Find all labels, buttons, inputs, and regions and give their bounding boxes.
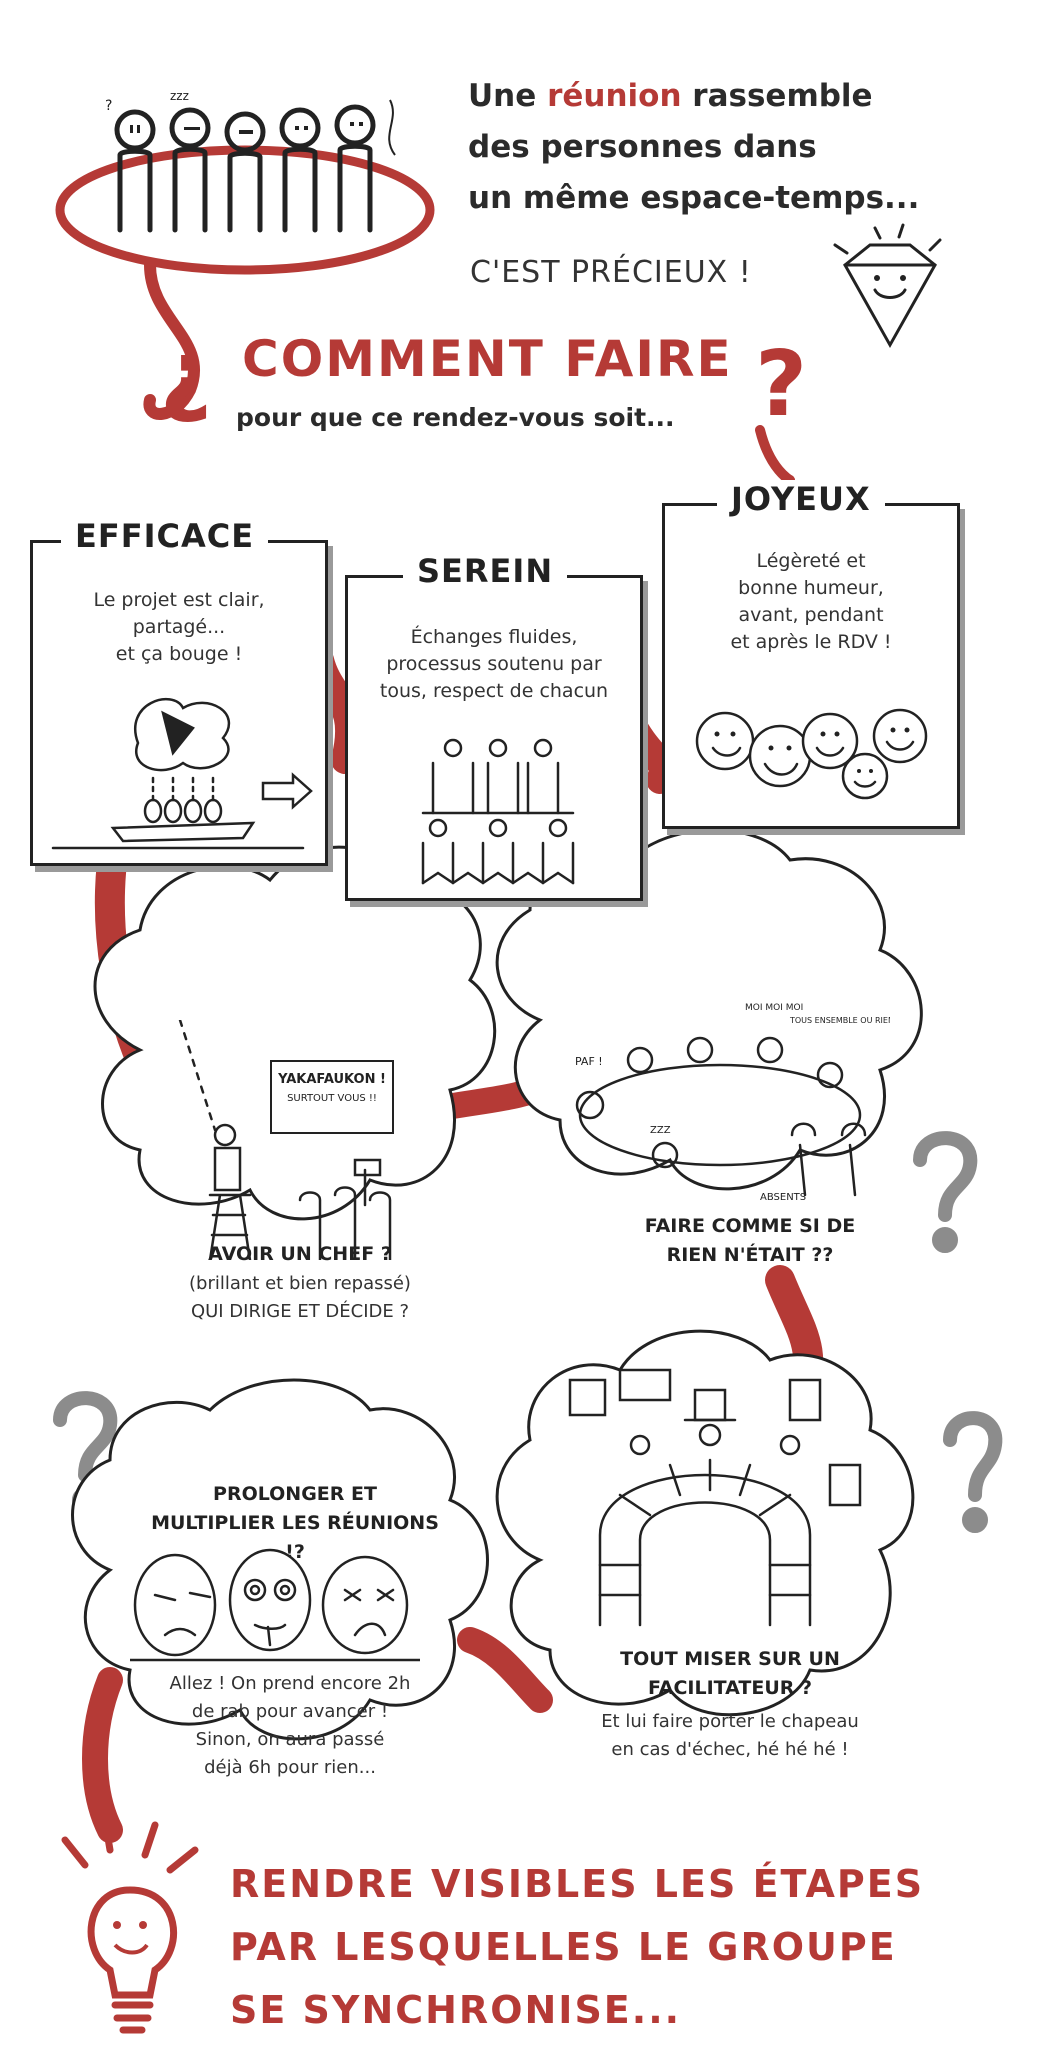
rien-label-zzz: ZZZ — [650, 1125, 671, 1136]
chef-speech-bubble: YAKAFAUKON ! SURTOUT VOUS !! — [270, 1060, 394, 1134]
precious-label: C'EST PRÉCIEUX ! — [470, 255, 752, 290]
question-subtitle: pour que ce rendez-vous soit... — [236, 403, 675, 432]
question-title: COMMENT FAIRE — [242, 330, 733, 388]
card-joyeux-text: Légèreté et bonne humeur, avant, pendant… — [730, 550, 892, 653]
rien-label-moi: MOI MOI MOI — [745, 1003, 803, 1013]
facilitateur-description: Et lui faire porter le chapeau en cas d'… — [601, 1711, 859, 1760]
rien-label-ensemble: TOUS ENSEMBLE OU RIEN ! — [789, 1016, 890, 1025]
tower-people-icon — [421, 738, 575, 885]
card-serein-text: Échanges fluides, processus soutenu par … — [379, 626, 609, 702]
red-question-mark-inverted-icon: ? — [160, 333, 213, 438]
diamond-face-icon — [833, 223, 942, 349]
stone-arch-icon — [568, 1368, 862, 1627]
rien-label-paf: PAF ! — [575, 1055, 603, 1068]
lightbulb-icon — [61, 1820, 199, 2034]
intro-line-3: un même espace-temps... — [468, 180, 920, 216]
card-efficace-text: Le projet est clair, partagé... et ça bo… — [93, 589, 265, 665]
card-serein: SEREIN Échanges fluides, processus soute… — [345, 552, 643, 901]
conclusion-line-2: PAR LESQUELLES LE GROUPE — [230, 1925, 897, 1969]
boat-team-icon — [51, 697, 313, 850]
chef-description: (brillant et bien repassé) QUI DIRIGE ET… — [189, 1273, 411, 1322]
card-joyeux-title: JOYEUX — [717, 480, 885, 518]
smiley-faces-icon — [695, 708, 928, 800]
intro-line-1: Une réunion rassemble — [468, 78, 873, 114]
cloud-chef — [93, 845, 497, 1221]
ladder-chief-icon — [178, 1020, 392, 1260]
card-efficace-title: EFFICACE — [61, 517, 269, 555]
facilitateur-question: TOUT MISER SUR UN FACILITATEUR ? — [620, 1648, 840, 1699]
red-question-mark-icon: ? — [755, 332, 808, 437]
round-table-icon: PAF ! MOI MOI MOI TOUS ENSEMBLE OU RIEN … — [575, 1003, 890, 1203]
prolonger-description: Allez ! On prend encore 2h de rab pour a… — [169, 1673, 411, 1778]
card-serein-title: SEREIN — [403, 552, 568, 590]
svg-text:?: ? — [105, 98, 112, 114]
svg-text:zzz: zzz — [170, 89, 189, 103]
chef-question: AVOIR UN CHEF ? — [208, 1243, 392, 1265]
tired-faces-icon — [130, 1548, 420, 1662]
intro-line-2: des personnes dans — [468, 129, 817, 165]
people-group-icon: zzz ? — [105, 89, 396, 233]
conclusion-line-1: RENDRE VISIBLES LES ÉTAPES — [230, 1862, 925, 1906]
rien-label-absents: ABSENTS — [760, 1192, 806, 1203]
card-efficace: EFFICACE Le projet est clair, partagé...… — [30, 517, 328, 866]
rien-question: FAIRE COMME SI DE RIEN N'ÉTAIT ?? — [644, 1215, 856, 1266]
conclusion-line-3: SE SYNCHRONISE... — [230, 1988, 682, 2032]
prolonger-question: PROLONGER ET MULTIPLIER LES RÉUNIONS !? — [151, 1483, 439, 1563]
card-joyeux: JOYEUX Légèreté et bonne humeur, avant, … — [662, 480, 960, 829]
